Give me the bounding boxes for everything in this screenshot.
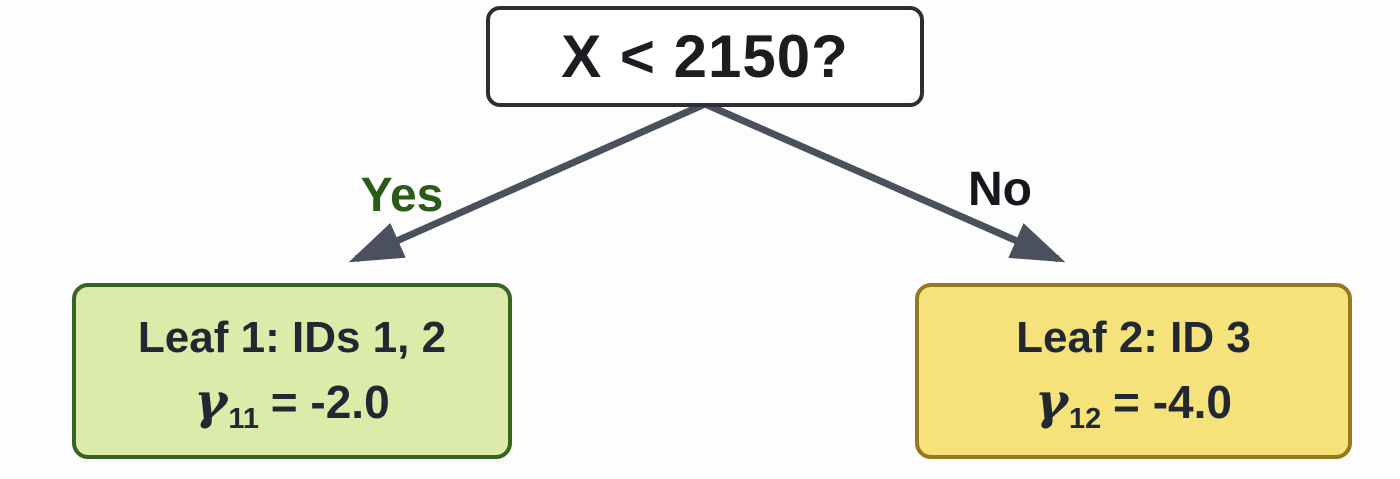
gamma-subscript: 12 [1069,402,1102,435]
leaf-2-title: Leaf 2: ID 3 [1016,313,1251,363]
yes-branch-label: Yes [360,169,444,222]
gamma-value: = -2.0 [257,375,390,428]
root-decision-node: X < 2150? [486,6,924,107]
leaf-node-2: Leaf 2: ID 3 γ12 = -4.0 [915,283,1352,459]
gamma-value: = -4.0 [1100,375,1232,428]
yes-branch-arrow [348,100,707,263]
gamma-subscript: 11 [228,402,259,435]
leaf-1-title: Leaf 1: IDs 1, 2 [137,313,447,363]
no-branch-arrow [703,100,1066,263]
leaf-2-gamma-equation: γ12 = -4.0 [1035,370,1232,435]
no-branch-label: No [968,163,1032,216]
leaf-node-1: Leaf 1: IDs 1, 2 γ11 = -2.0 [72,283,512,459]
leaf-1-gamma-equation: γ11 = -2.0 [194,370,390,435]
gamma-symbol: γ [194,370,228,430]
gamma-symbol: γ [1035,370,1069,430]
root-decision-label: X < 2150? [561,22,849,90]
